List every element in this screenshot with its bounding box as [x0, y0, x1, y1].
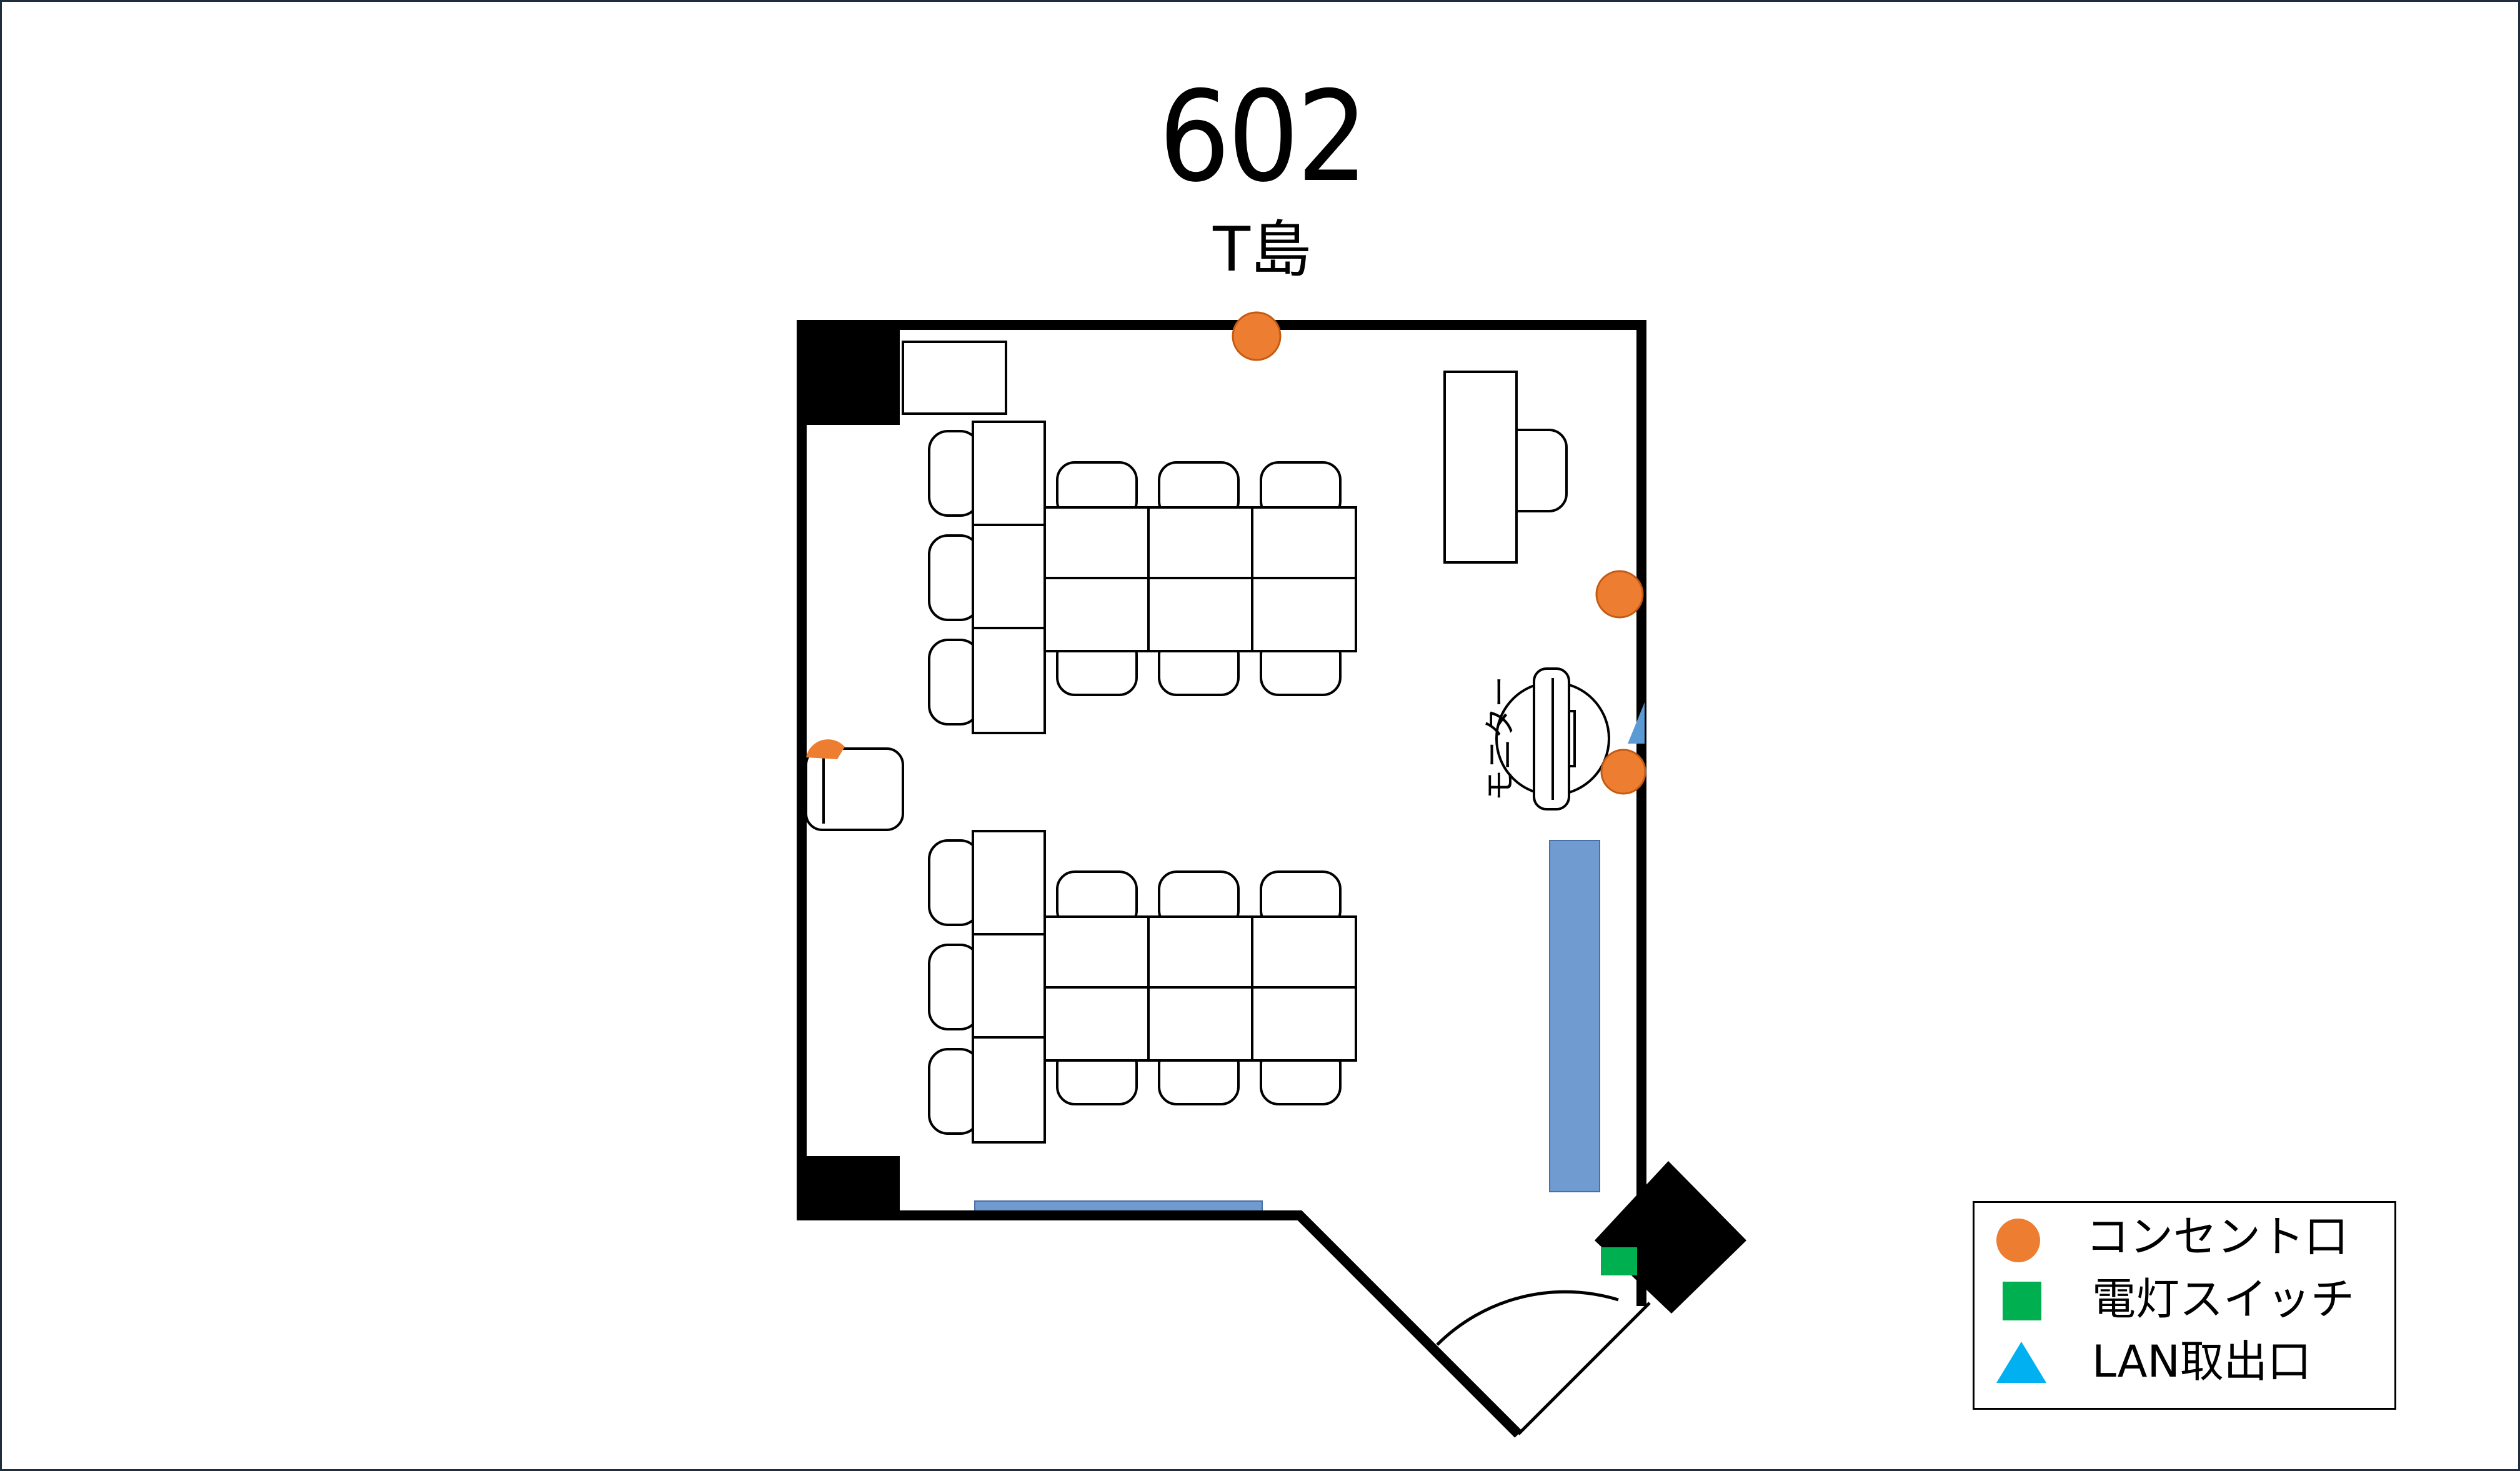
room-walls: [797, 320, 1646, 1438]
window-strip-east: [1549, 840, 1600, 1192]
lan-port-marker: [1628, 702, 1645, 744]
monitor: [1495, 667, 1610, 810]
legend: コンセント口 電灯スイッチ LAN取出口: [1973, 1201, 2396, 1410]
top-chairs: [1056, 870, 1342, 929]
green-square-icon: [2003, 1282, 2041, 1320]
door-swing-arc: [1436, 1290, 1619, 1346]
legend-item-outlet: コンセント口: [1975, 1203, 2394, 1265]
top-chairs: [1056, 461, 1342, 520]
wall-chair: [805, 747, 904, 831]
head-desks: [972, 421, 1046, 734]
cabinet: [902, 341, 1007, 415]
blue-triangle-icon: [1996, 1342, 2046, 1383]
head-desks: [972, 830, 1046, 1144]
door-leaf: [1517, 1302, 1651, 1435]
side-chairs: [928, 430, 980, 726]
outlet-north: [1232, 311, 1282, 361]
monitor-label: モニター: [1482, 676, 1518, 801]
light-switch-marker: [1601, 1247, 1637, 1275]
desk-grid: [1043, 506, 1357, 652]
pillar-southwest: [802, 1156, 900, 1215]
instructor-desk: [1443, 371, 1518, 564]
table-group-upper: [928, 421, 1357, 734]
legend-label: コンセント口: [2086, 1211, 2348, 1262]
pillar-northwest: [802, 325, 900, 425]
outlet-east-upper: [1595, 570, 1644, 619]
outlet-west: [806, 739, 845, 759]
legend-label: LAN取出口: [2092, 1336, 2311, 1387]
legend-item-light-switch: 電灯スイッチ: [1975, 1265, 2394, 1328]
outlet-east-lower: [1600, 749, 1646, 795]
orange-circle-icon: [1996, 1219, 2040, 1262]
legend-item-lan: LAN取出口: [1975, 1328, 2394, 1390]
room-number-title: 602: [1158, 64, 1368, 210]
legend-label: 電灯スイッチ: [2092, 1274, 2354, 1325]
desk-grid: [1043, 915, 1357, 1062]
table-group-lower: [928, 830, 1357, 1144]
room-subtitle: T島: [1213, 214, 1312, 286]
